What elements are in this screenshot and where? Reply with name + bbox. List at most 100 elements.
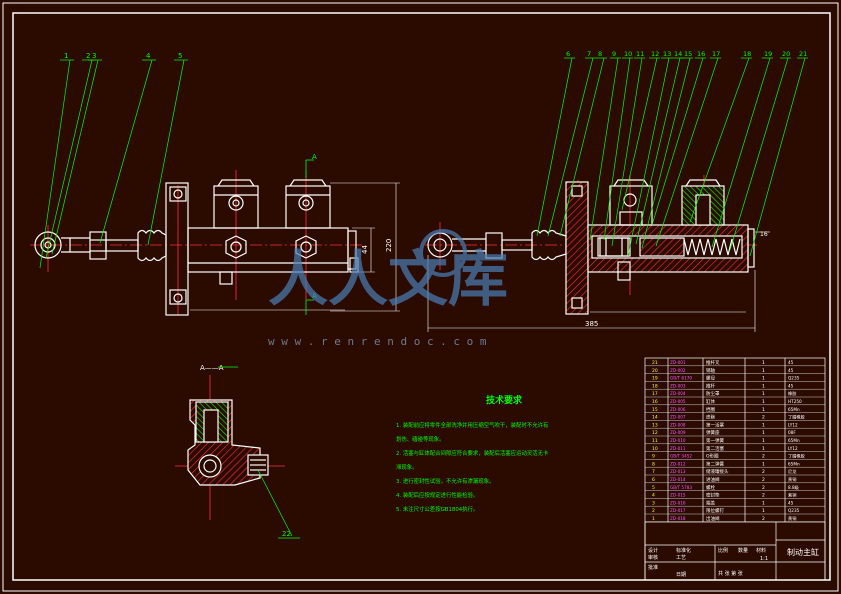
title-block-process: 工艺: [676, 555, 686, 561]
dim-pin: 16: [760, 231, 768, 238]
balloon-number: 8: [598, 50, 602, 58]
bom-material: 丁腈橡胶: [788, 453, 805, 460]
title-block-approver: 批准: [648, 564, 658, 571]
balloon-number: 19: [764, 50, 772, 58]
bom-code: ZD-007: [670, 415, 686, 420]
bom-name: 第一弹簧: [706, 437, 724, 444]
balloon-number: 15: [684, 50, 692, 58]
bom-index: 9: [652, 454, 655, 460]
balloon-number: 9: [612, 50, 616, 58]
title-block-date: 日期: [676, 572, 686, 578]
balloon-number: 16: [697, 50, 705, 58]
leader-line: [711, 57, 771, 248]
bom-material: 65Mn: [788, 438, 800, 443]
balloon-number: 7: [587, 50, 591, 58]
bom-code: ZD-013: [670, 469, 686, 474]
section-label-top: A: [312, 153, 317, 161]
balloon-number: 10: [624, 50, 632, 58]
leader-line: [655, 57, 719, 247]
bom-qty: 1: [762, 368, 765, 374]
bom-code: ZD-011: [670, 446, 686, 451]
balloon-number: 22: [282, 530, 291, 538]
bom-material: 65Mn: [788, 407, 800, 412]
bom-name: 限位螺钉: [706, 507, 724, 514]
bom-name: 推杆叉: [706, 359, 720, 366]
section-label-bottom: A: [312, 292, 317, 300]
reservoir-boss-2: [285, 185, 331, 229]
title-block-scale: 1:1: [760, 556, 768, 562]
bom-qty: 2: [762, 485, 765, 491]
leader-line: [559, 57, 605, 237]
bom-index: 8: [652, 461, 655, 467]
bom-name: 密封垫: [706, 492, 720, 499]
bom-name: 弹簧座: [706, 429, 720, 436]
balloon-number: 4: [146, 52, 151, 60]
title-block-checker: 审核: [648, 554, 658, 561]
balloon-number: 6: [566, 50, 570, 58]
title-block-mat-label: 材料: [756, 547, 766, 554]
eye-outer: [34, 231, 62, 259]
bom-name: 第二弹簧: [706, 460, 724, 467]
bom-index: 1: [652, 516, 655, 522]
bom-index: 15: [652, 407, 658, 413]
tech-note-line: 3. 进行密封性试验，不允许有渗漏现象。: [396, 477, 495, 485]
bom-code: ZD-005: [670, 399, 686, 404]
bom-qty: 1: [762, 500, 765, 506]
tech-note-line: 5. 未注尺寸公差按GB1804执行。: [396, 505, 478, 513]
bom-code: ZD-004: [670, 391, 686, 396]
leader-line: [651, 57, 704, 226]
bom-material: 丁腈橡胶: [788, 414, 805, 421]
leader-line: [257, 469, 293, 537]
bom-index: 7: [652, 469, 655, 475]
bom-code: ZD-008: [670, 422, 686, 427]
title-block-name: 制动主缸: [787, 547, 819, 557]
tech-note-line: 4. 装配后应按规定进行性能检验。: [396, 491, 478, 499]
title-block-scale-label: 比例: [718, 547, 728, 554]
bom-code: GB/T 6170: [670, 376, 692, 381]
bom-name: 第二活塞: [706, 445, 724, 452]
dust-boot: [137, 229, 167, 262]
leader-line: [536, 57, 573, 237]
balloon-number: 1: [64, 52, 68, 60]
tech-note-line: 1. 装配前应将零件全部洗净并用压缩空气吹干，装配时不允许有: [396, 421, 549, 429]
leader-line: [603, 57, 631, 241]
bom-index: 16: [652, 399, 658, 405]
leader-line: [627, 57, 670, 257]
bom-material: Q235: [788, 508, 800, 513]
bom-name: 防尘罩: [706, 390, 720, 397]
bom-name: O形圈: [706, 453, 719, 460]
bom-qty: 2: [762, 477, 765, 483]
bom-name: 推杆: [706, 382, 715, 389]
front-view: [30, 170, 365, 316]
leader-line: [729, 57, 789, 251]
leader-line: [749, 57, 806, 257]
title-block-sheet: 共 张 第 张: [718, 570, 743, 577]
watermark-url: w w w . r e n r e n d o c . c o m: [268, 335, 487, 348]
leader-line: [39, 59, 71, 269]
balloon-number: 3: [92, 52, 96, 60]
bom-material: 65Mn: [788, 461, 800, 466]
bom-name: 缸体: [706, 398, 715, 405]
bom-code: ZD-002: [670, 368, 686, 373]
bom-name: 储液罐接头: [706, 468, 729, 475]
balloon-number: 17: [712, 50, 720, 58]
balloon-number: 11: [636, 50, 644, 58]
bom-material: 08F: [788, 430, 796, 435]
balloon-number: 5: [178, 52, 182, 60]
bom-material: Q235: [788, 376, 800, 381]
bom-material: 45: [788, 368, 794, 373]
dim-small: 44: [361, 245, 369, 254]
bom-index: 21: [652, 360, 658, 366]
dimensions-front: 220 44: [330, 182, 400, 312]
bom-qty: 2: [762, 454, 765, 460]
bom-material: HT250: [788, 399, 802, 404]
bom-code: ZD-010: [670, 438, 686, 443]
bom-qty: 1: [762, 391, 765, 397]
nut: [89, 231, 107, 260]
bom-name: 挡圈: [706, 406, 715, 413]
bom-code: GB/T 3452: [670, 454, 692, 459]
bom-material: 黄铜: [788, 515, 796, 522]
bom-name: 螺栓: [706, 484, 715, 491]
